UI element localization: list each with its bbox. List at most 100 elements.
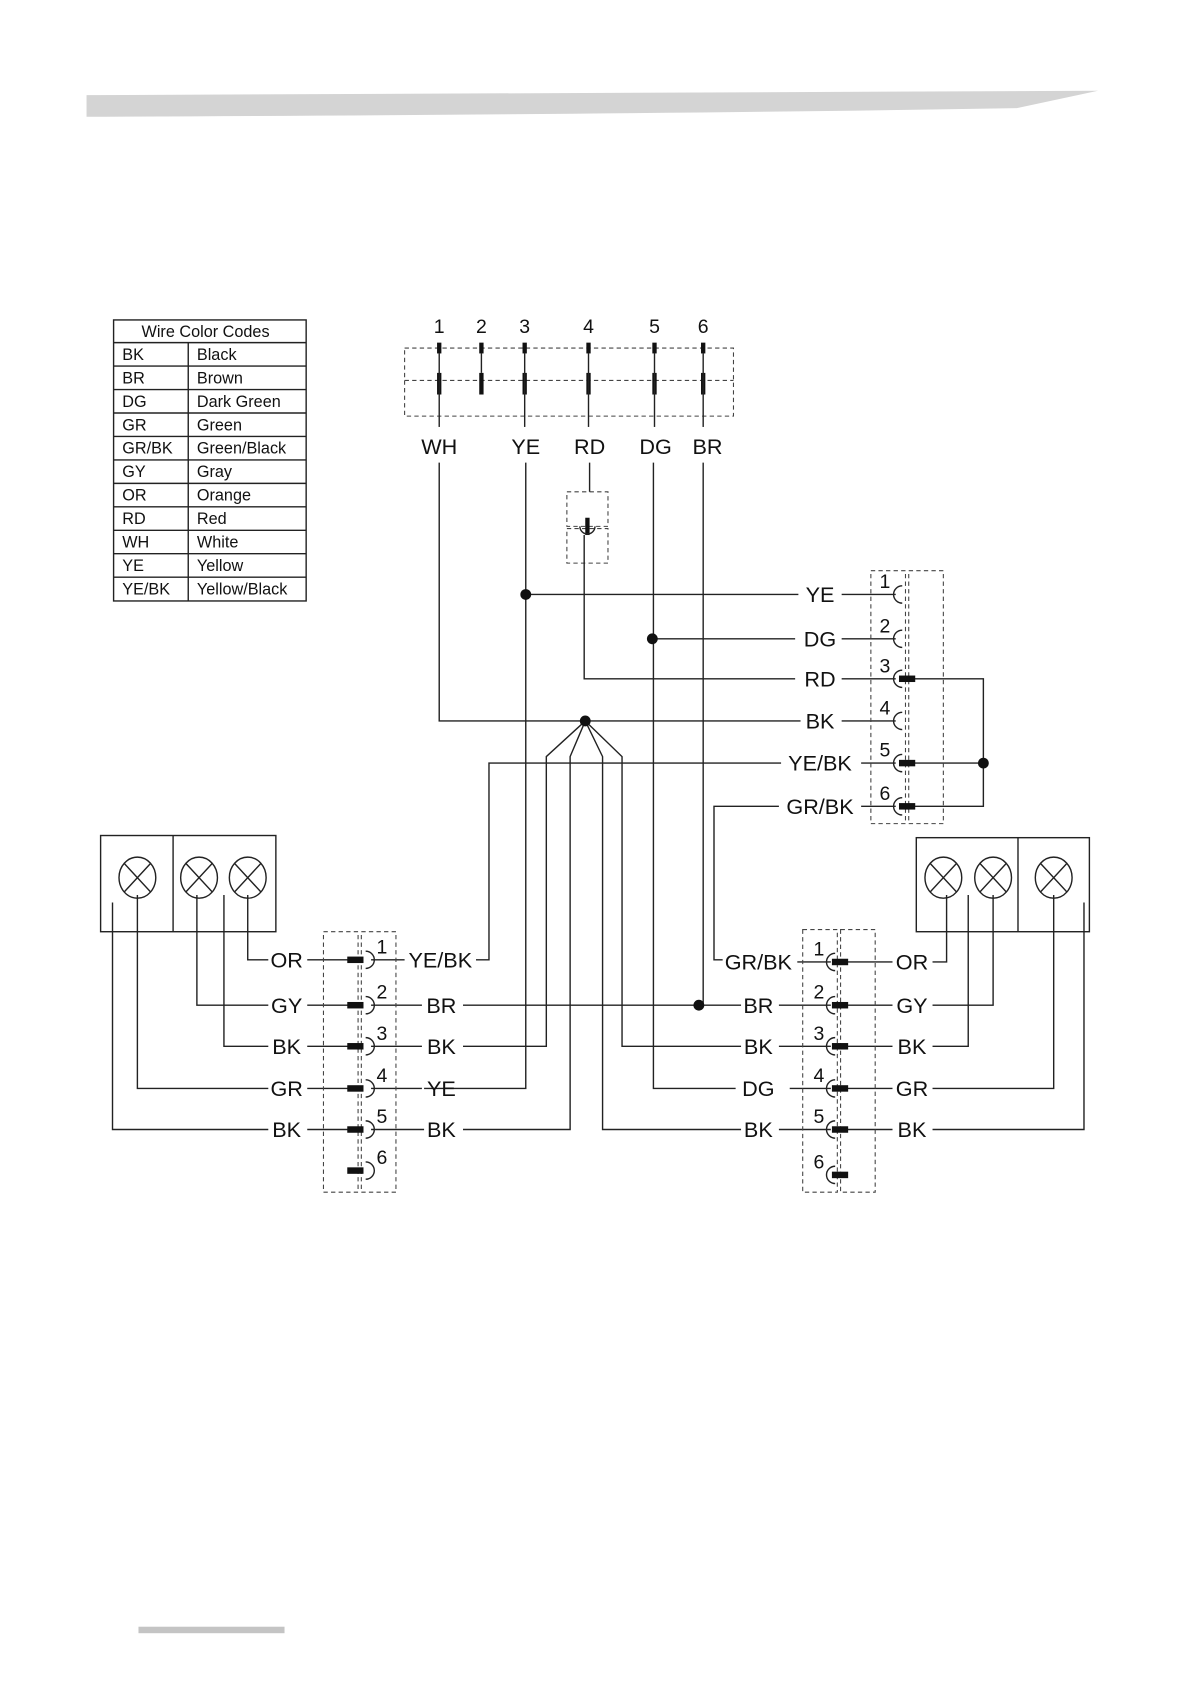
wire-label: YE/BK (788, 751, 852, 776)
pin-number: 1 (814, 938, 825, 960)
top-connector: 1 2 3 4 5 6 (404, 316, 735, 427)
junction-dot (646, 633, 658, 645)
wire-label-ye: YE (511, 434, 540, 459)
pin (831, 1126, 849, 1133)
pin (831, 1001, 849, 1009)
socket-arc (365, 1036, 376, 1056)
legend-code: GR/BK (122, 440, 173, 458)
pin (347, 1167, 364, 1174)
pin (898, 675, 916, 683)
junction-dot (977, 757, 989, 769)
wire-label: GY (896, 993, 927, 1018)
wire-label: BK (272, 1034, 301, 1059)
legend-color-name: Yellow (197, 557, 244, 575)
wire-label: GR (896, 1076, 928, 1101)
right-lamp-housing (915, 836, 1091, 933)
socket-arc (892, 669, 903, 689)
pin (347, 956, 364, 964)
pin-number: 2 (476, 316, 487, 338)
pin (347, 1126, 364, 1133)
junction-dot (693, 999, 705, 1011)
pin (831, 1043, 849, 1050)
legend-code: DG (122, 393, 146, 411)
wire-label: BK (427, 1117, 456, 1142)
wire-label: YE/BK (408, 947, 472, 972)
socket-arc (365, 1161, 376, 1180)
wire-label: DG (804, 626, 836, 651)
legend-color-name: Black (197, 346, 238, 364)
socket-arc (365, 1120, 376, 1139)
wire-label: OR (270, 947, 302, 972)
footer-bar (138, 1626, 285, 1634)
pin (898, 803, 916, 810)
pin-number: 6 (698, 316, 709, 338)
socket-arc (365, 995, 376, 1015)
legend-color-name: Yellow/Black (197, 580, 288, 598)
pin-number: 5 (880, 740, 891, 762)
legend-color-name: Green/Black (197, 440, 287, 458)
rd-inline-connector (566, 491, 609, 564)
wire-label: GR/BK (725, 950, 793, 975)
socket-arc (825, 995, 836, 1015)
legend-code: GR (122, 416, 146, 434)
legend-title: Wire Color Codes (142, 323, 270, 341)
header-bar (86, 90, 1099, 117)
wire-label-br: BR (692, 434, 722, 459)
pin-number: 4 (583, 316, 594, 338)
legend-code: OR (122, 487, 146, 505)
pin-number: 2 (376, 982, 387, 1004)
wire-label: GY (271, 993, 302, 1018)
socket-arc (365, 1079, 376, 1098)
pin (347, 1001, 364, 1009)
socket-arc (892, 753, 903, 773)
pin-number: 6 (814, 1151, 825, 1173)
pin-number: 6 (376, 1147, 387, 1169)
pin-number: 2 (880, 615, 891, 637)
wire-label: BK (744, 1034, 773, 1059)
wire-label-rd: RD (574, 434, 605, 459)
pin-number: 2 (814, 982, 825, 1004)
wire-label-wh: WH (421, 434, 457, 459)
pin (898, 759, 916, 767)
pin (522, 342, 527, 354)
wire-label: BK (898, 1034, 927, 1059)
wire-label: DG (742, 1076, 774, 1101)
lamp-icon (974, 856, 1013, 899)
socket-arc (365, 950, 376, 970)
pin (479, 342, 484, 354)
pin-number: 3 (519, 316, 530, 338)
junction-dot (520, 589, 532, 600)
pin (479, 372, 484, 395)
wire-label: BK (744, 1117, 773, 1142)
pin-number: 5 (814, 1106, 825, 1128)
pin-number: 5 (376, 1106, 387, 1128)
socket-arc (825, 1165, 836, 1185)
pin-number: 3 (880, 655, 891, 677)
lamp-icon (228, 856, 267, 899)
pin-number: 6 (880, 783, 891, 805)
lamp-icon (118, 856, 157, 899)
legend-color-name: White (197, 534, 238, 552)
left-lamp-housing (99, 834, 277, 933)
legend-color-name: Gray (197, 463, 233, 481)
wire-label: OR (896, 950, 928, 975)
lamp-icon (924, 856, 963, 899)
wire-label: YE (806, 582, 835, 607)
wire-label: GR (270, 1076, 302, 1101)
pin-number: 1 (434, 316, 445, 338)
pin-number: 4 (376, 1065, 387, 1087)
wire-label: BK (806, 709, 835, 734)
legend-code: YE/BK (122, 580, 170, 598)
wires (111, 462, 1085, 1131)
wire-label: RD (804, 666, 835, 691)
wire-label: GR/BK (786, 794, 854, 819)
pin (347, 1043, 364, 1050)
pin (831, 1171, 849, 1179)
wire-label: BK (272, 1117, 301, 1142)
pin-number: 5 (649, 316, 660, 338)
socket-arc (892, 796, 903, 816)
